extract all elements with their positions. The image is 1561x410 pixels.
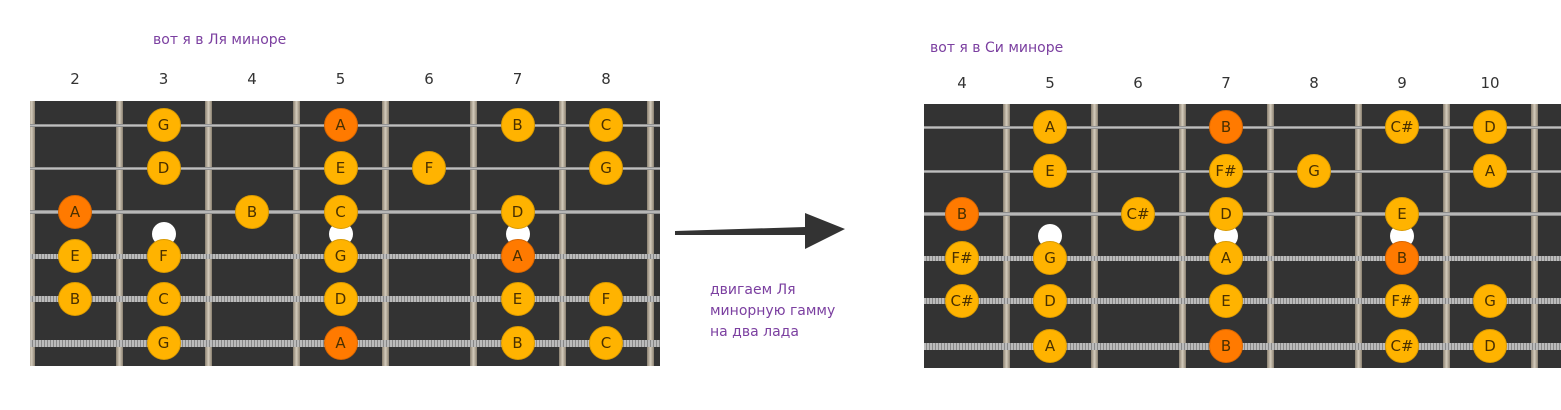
fret-wire <box>1091 104 1098 368</box>
scale-note: F# <box>945 241 979 275</box>
scale-note: C# <box>945 284 979 318</box>
caption-line: двигаем Ля <box>710 282 796 298</box>
fret-number: 5 <box>335 70 346 88</box>
scale-note: D <box>1473 329 1507 363</box>
fret-number: 3 <box>158 70 169 88</box>
scale-note: D <box>1209 197 1243 231</box>
scale-note: A <box>1473 154 1507 188</box>
right-title: вот я в Си миноре <box>930 40 1064 56</box>
fret-number: 7 <box>512 70 523 88</box>
scale-note: D <box>323 282 358 316</box>
scale-note: G <box>589 151 623 185</box>
arrow-icon <box>675 213 845 249</box>
scale-note: D <box>1033 284 1067 318</box>
scale-note: G <box>323 239 358 273</box>
scale-note: C <box>589 326 623 360</box>
right-fretboard: A B C# D E F# G A B C# D E F# G A B C# D E F# G A B C# D <box>924 104 1561 368</box>
scale-note: C# <box>1121 197 1155 231</box>
fret-number: 2 <box>70 70 80 88</box>
root-note: B <box>945 197 979 231</box>
scale-note: E <box>58 239 92 273</box>
root-note: B <box>1385 241 1419 275</box>
scale-note: G <box>146 108 181 142</box>
root-note: A <box>58 195 92 229</box>
root-note: B <box>1209 329 1243 363</box>
fret-number: 7 <box>1221 74 1231 92</box>
scale-note: G <box>1033 241 1067 275</box>
scale-note: A <box>1209 241 1243 275</box>
root-note: A <box>323 108 358 142</box>
scale-note: C <box>146 282 181 316</box>
scale-note: B <box>500 326 535 360</box>
scale-note: E <box>1209 284 1243 318</box>
root-note: A <box>500 239 535 273</box>
fret-wire <box>1003 104 1010 368</box>
scale-note: D <box>146 151 181 185</box>
fret-wire <box>1355 104 1362 368</box>
caption-line: минорную гамму <box>710 303 836 319</box>
root-note: A <box>323 326 358 360</box>
caption: двигаем Ля минорную гамму на два лада <box>710 280 870 343</box>
fret-number: 8 <box>601 70 611 88</box>
scale-note: C# <box>1385 110 1419 144</box>
fret-number: 6 <box>1133 74 1143 92</box>
fret-wire <box>1267 104 1274 368</box>
scale-note: F <box>589 282 623 316</box>
scale-note: E <box>1033 154 1067 188</box>
scale-note: E <box>323 151 358 185</box>
fret-number: 4 <box>957 74 967 92</box>
scale-note: D <box>500 195 535 229</box>
fret-wire <box>30 101 35 366</box>
fret-number: 9 <box>1397 74 1407 92</box>
scale-note: D <box>1473 110 1507 144</box>
fret-number: 10 <box>1480 74 1500 92</box>
scale-note: F <box>146 239 181 273</box>
scale-note: F# <box>1385 284 1419 318</box>
scale-note: B <box>500 108 535 142</box>
scale-note: C <box>323 195 358 229</box>
scale-note: E <box>1385 197 1419 231</box>
fret-wire <box>647 101 655 366</box>
scale-note: A <box>1033 329 1067 363</box>
scale-note: F <box>412 151 446 185</box>
scale-note: A <box>1033 110 1067 144</box>
fret-wire <box>204 101 212 366</box>
fret-number: 8 <box>1309 74 1319 92</box>
scale-note: C# <box>1385 329 1419 363</box>
fret-wire <box>293 101 301 366</box>
fret-wire <box>1531 104 1538 368</box>
scale-note: G <box>1297 154 1331 188</box>
fret-number: 4 <box>247 70 257 88</box>
scale-note: B <box>58 282 92 316</box>
left-title: вот я в Ля миноре <box>153 32 287 48</box>
fret-wire <box>381 101 389 366</box>
fret-number: 6 <box>424 70 434 88</box>
scale-note: E <box>500 282 535 316</box>
scale-note: B <box>235 195 269 229</box>
left-fretboard: G A B C D E F G A B C D E F G A B C D E F G A B C <box>30 101 660 366</box>
fret-number: 5 <box>1045 74 1055 92</box>
fret-wire <box>1179 104 1186 368</box>
fret-wire <box>470 101 478 366</box>
scale-note: G <box>1473 284 1507 318</box>
scale-note: F# <box>1209 154 1243 188</box>
caption-line: на два лада <box>710 324 799 340</box>
fret-wire <box>116 101 124 366</box>
scale-note: G <box>146 326 181 360</box>
fret-wire <box>558 101 566 366</box>
fret-wire <box>1443 104 1450 368</box>
scale-note: C <box>589 108 623 142</box>
root-note: B <box>1209 110 1243 144</box>
